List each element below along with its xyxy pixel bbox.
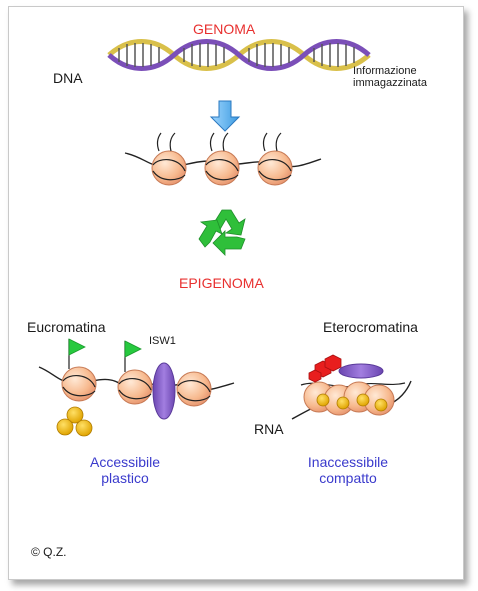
isw1-label: ISW1 <box>149 335 176 347</box>
epigenome-diagram <box>38 39 412 437</box>
informazione-line2: immagazzinata <box>353 77 427 89</box>
eucromatina-label: Eucromatina <box>27 319 106 335</box>
nucleosome <box>61 366 97 402</box>
compatto-text: compatto <box>319 470 377 486</box>
figure-frame: GENOMA DNA Informazione immagazzinata EP… <box>8 6 464 580</box>
flag-icon <box>68 338 86 369</box>
repressor-protein <box>338 363 384 379</box>
accessibile-text: Accessibile <box>89 454 161 470</box>
genoma-label: GENOMA <box>193 21 256 37</box>
epigenoma-label: EPIGENOMA <box>179 275 264 291</box>
rna-label: RNA <box>254 421 284 437</box>
down-arrow-icon <box>209 100 241 132</box>
nucleosome-chain <box>124 132 322 186</box>
euchromatin-illustration <box>38 338 235 437</box>
euchromatin-state: Accessibile plastico <box>75 454 175 486</box>
methylation-marks <box>308 354 342 383</box>
heterochromatin-state: Inaccessibile compatto <box>293 454 403 486</box>
nucleosome <box>176 371 212 407</box>
nucleosome <box>204 132 240 186</box>
recycle-icon <box>198 209 246 256</box>
nucleosome <box>257 132 293 186</box>
dna-double-helix <box>107 39 371 71</box>
nucleosome <box>117 369 153 405</box>
copyright: © Q.Z. <box>31 545 67 559</box>
nucleosome <box>151 132 187 186</box>
inaccessibile-text: Inaccessibile <box>307 454 389 470</box>
plastico-text: plastico <box>101 470 149 486</box>
dna-label: DNA <box>53 70 83 86</box>
informazione-label: Informazione immagazzinata <box>353 65 427 89</box>
isw1-remodeler <box>152 362 176 420</box>
informazione-line1: Informazione <box>353 65 417 77</box>
heterochromatin-illustration <box>291 354 412 420</box>
hp1-yellow-marks <box>316 393 388 412</box>
flag-icon <box>124 340 142 372</box>
eterocromatina-label: Eterocromatina <box>323 319 418 335</box>
acetylation-cluster <box>56 406 93 437</box>
